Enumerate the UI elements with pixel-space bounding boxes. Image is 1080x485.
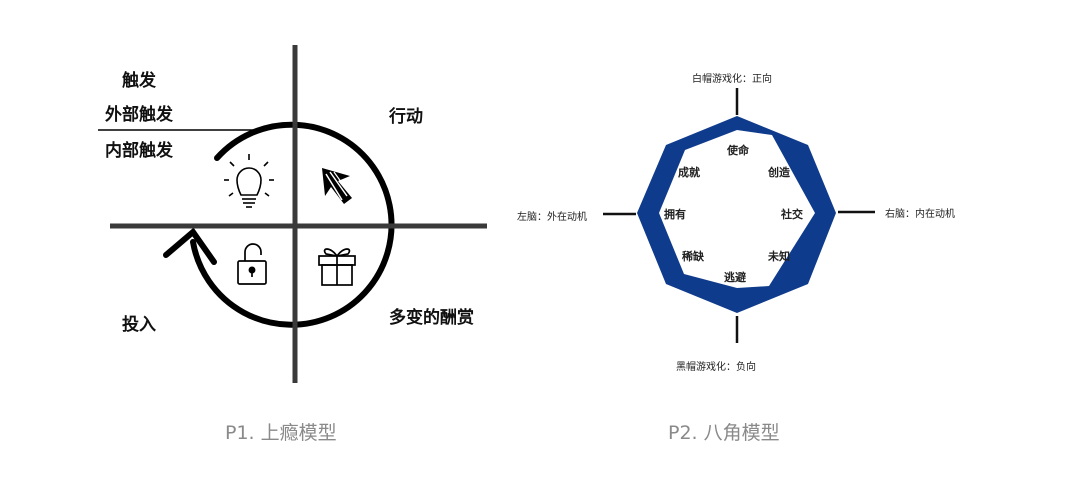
left-brain-label: 左脑：外在动机 [517, 212, 587, 223]
drive-scarcity: 稀缺 [682, 250, 704, 263]
p2-caption: P2. 八角模型 [668, 422, 780, 444]
gift-icon [318, 248, 356, 286]
cursor-icon [322, 168, 352, 204]
lightbulb-icon [224, 154, 274, 208]
drive-avoidance: 逃避 [724, 271, 746, 284]
white-hat-label: 白帽游戏化：正向 [692, 74, 772, 85]
drive-unknown: 未知 [768, 250, 790, 263]
p1-caption: P1. 上瘾模型 [225, 422, 337, 444]
drive-achievement: 成就 [678, 166, 700, 179]
external-trigger-label: 外部触发 [105, 105, 173, 125]
drive-mission: 使命 [727, 144, 749, 157]
cycle-arc [190, 121, 395, 328]
drive-social: 社交 [781, 208, 803, 221]
drive-ownership: 拥有 [664, 208, 686, 221]
variable-reward-label: 多变的酬赏 [389, 308, 474, 328]
drive-creativity: 创造 [768, 166, 790, 179]
cycle-arrowhead [163, 227, 217, 265]
action-label: 行动 [389, 107, 423, 127]
unlock-icon [237, 243, 267, 285]
investment-label: 投入 [122, 315, 156, 335]
trigger-label: 触发 [122, 71, 156, 91]
octagon-inner [659, 130, 815, 288]
black-hat-label: 黑帽游戏化：负向 [676, 362, 756, 373]
internal-trigger-label: 内部触发 [105, 141, 173, 161]
right-brain-label: 右脑：内在动机 [885, 209, 955, 220]
